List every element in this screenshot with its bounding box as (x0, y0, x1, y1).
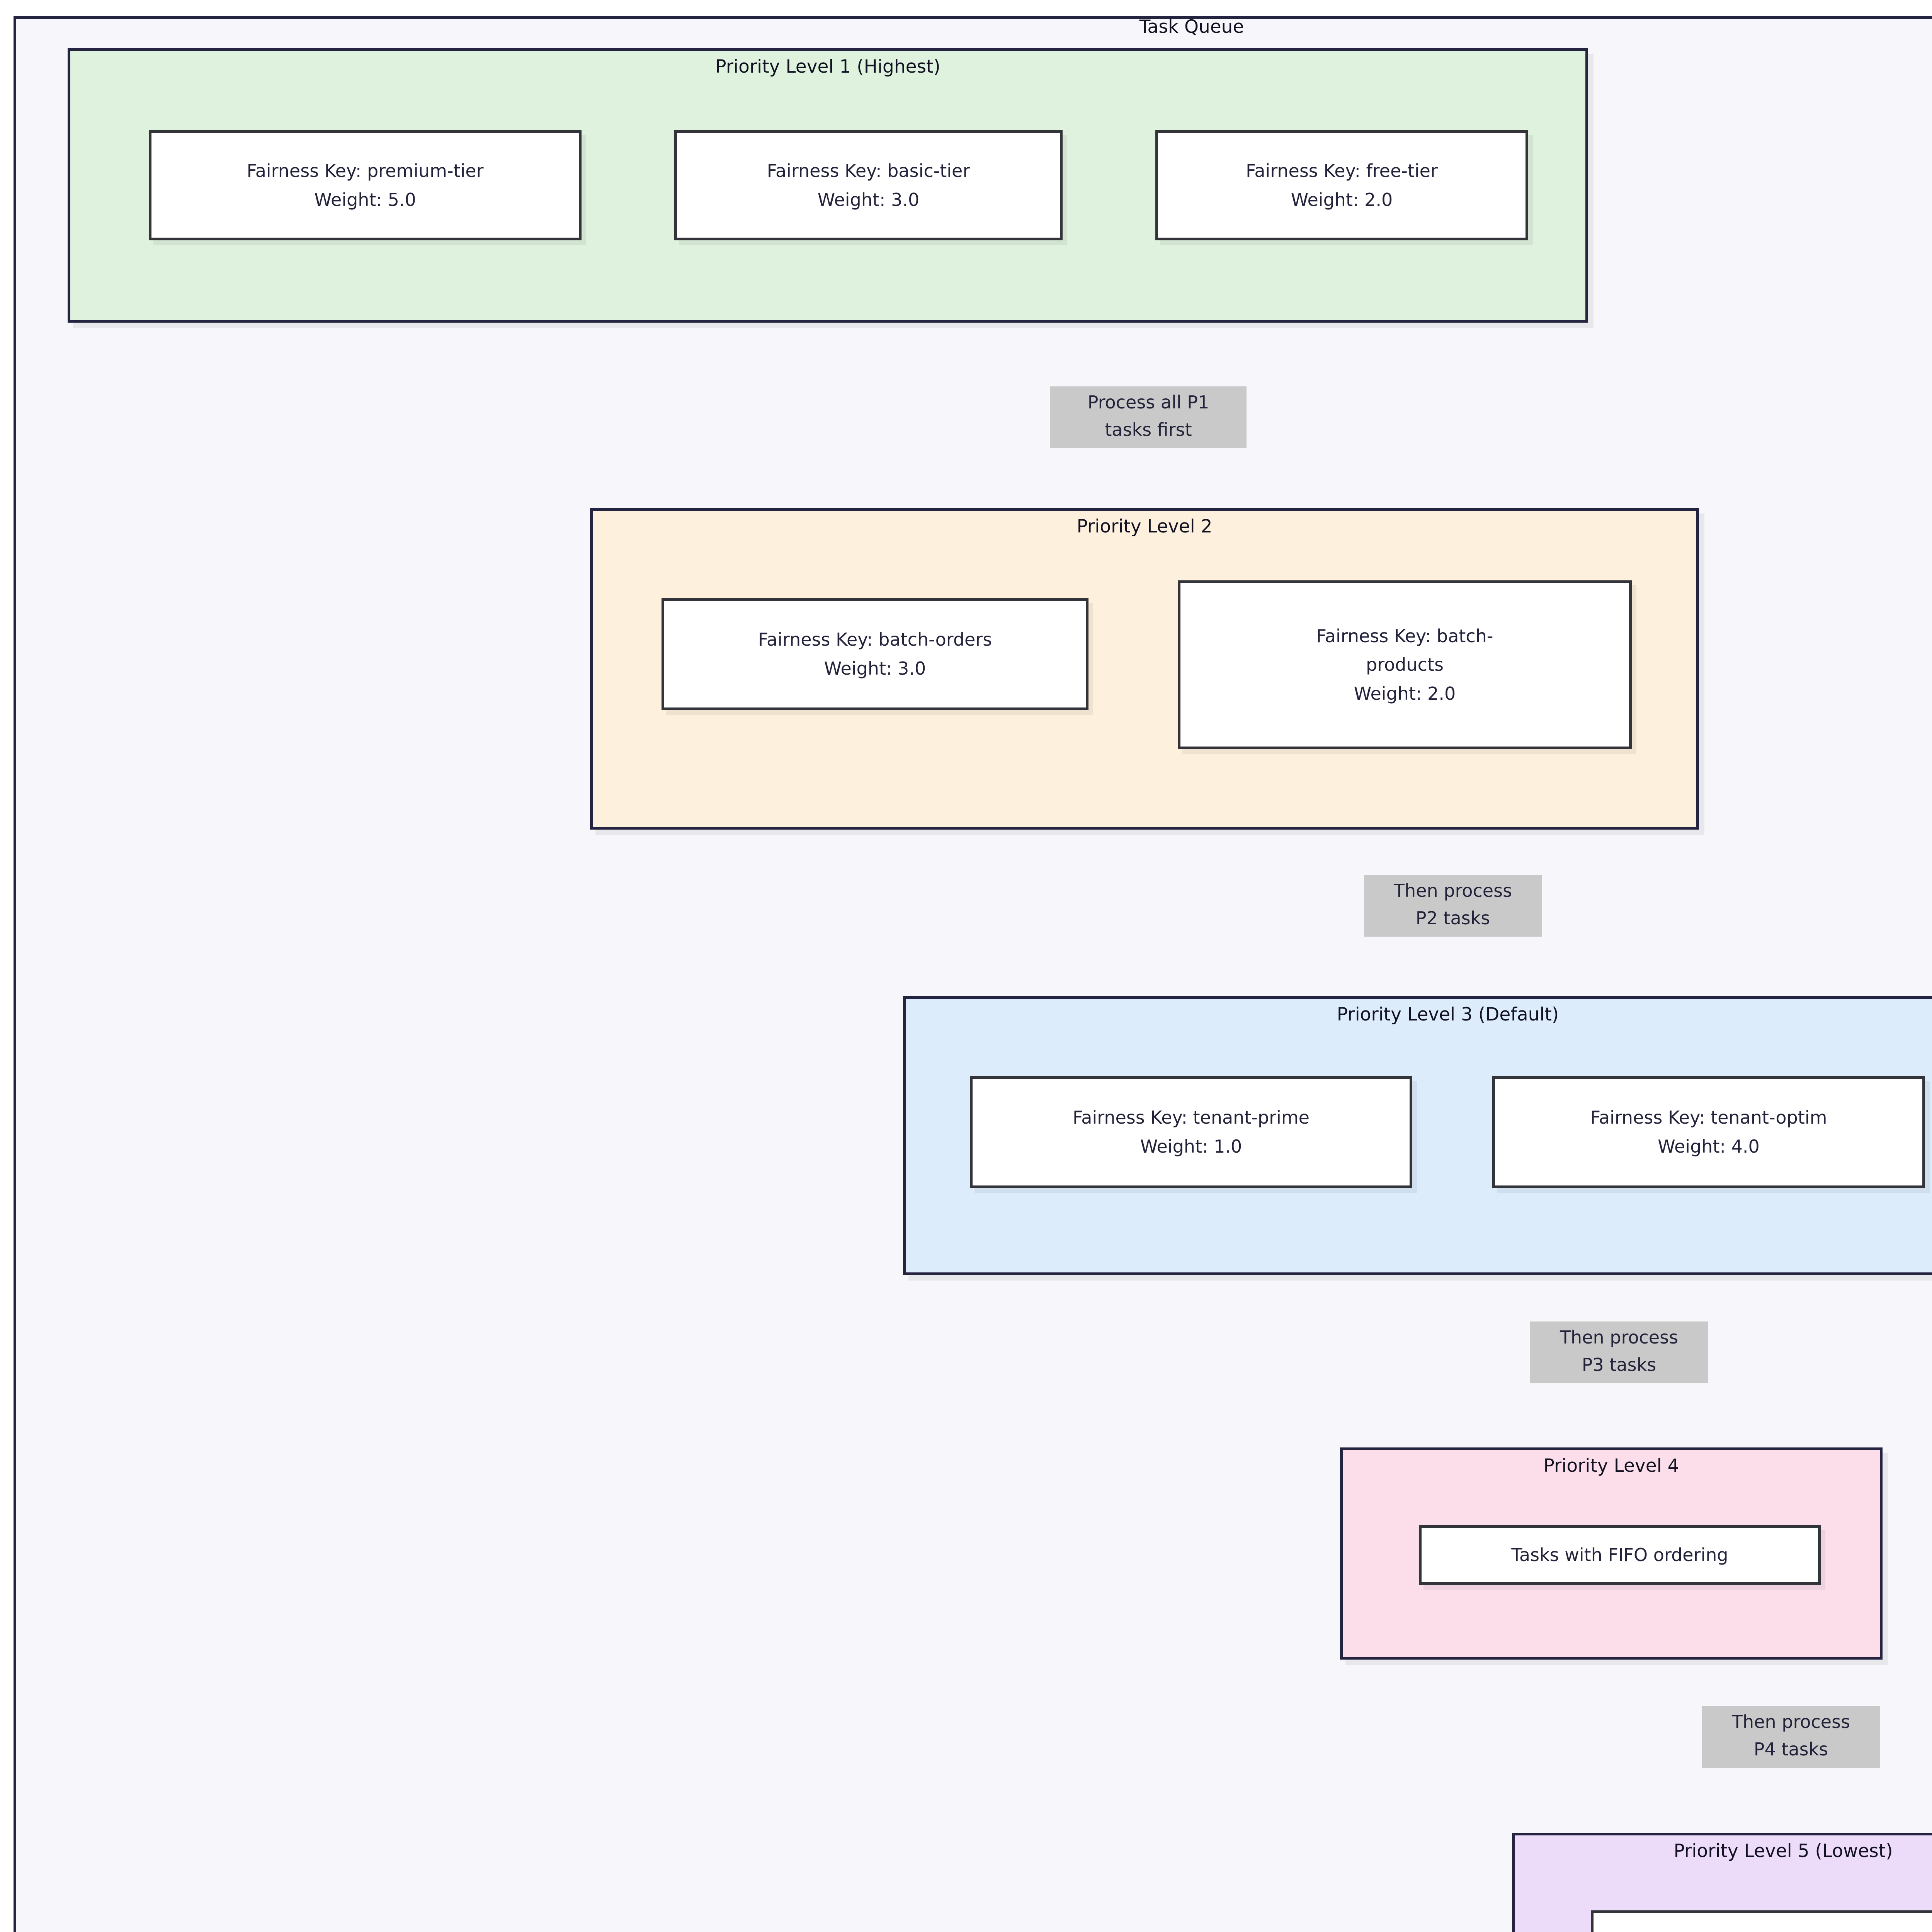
fairness-node-batch-orders[interactable]: Fairness Key: batch-orders Weight: 3.0 (662, 598, 1088, 710)
edge-label-then-process-p2: Then process P2 tasks (1364, 875, 1542, 937)
priority-level-5-title: Priority Level 5 (Lowest) (1673, 1840, 1893, 1862)
edge-label-then-process-p3: Then process P3 tasks (1530, 1321, 1708, 1383)
fifo-node-p4[interactable]: Tasks with FIFO ordering (1419, 1525, 1821, 1585)
edge-label-process-all-p1: Process all P1 tasks first (1050, 386, 1247, 448)
priority-level-3-title: Priority Level 3 (Default) (1337, 1004, 1559, 1025)
edge-label-then-process-p4: Then process P4 tasks (1702, 1706, 1880, 1768)
priority-level-1-title: Priority Level 1 (Highest) (715, 56, 940, 77)
fairness-node-tenant-optim[interactable]: Fairness Key: tenant-optim Weight: 4.0 (1492, 1076, 1925, 1188)
priority-level-4-title: Priority Level 4 (1543, 1455, 1679, 1476)
fairness-node-free-tier[interactable]: Fairness Key: free-tier Weight: 2.0 (1155, 130, 1528, 240)
fairness-node-basic-tier[interactable]: Fairness Key: basic-tier Weight: 3.0 (674, 130, 1063, 240)
task-queue-title: Task Queue (1139, 16, 1244, 37)
fairness-node-premium-tier[interactable]: Fairness Key: premium-tier Weight: 5.0 (149, 130, 582, 240)
priority-level-2-title: Priority Level 2 (1077, 516, 1213, 537)
fifo-node-p5[interactable]: Tasks with FIFO ordering (1591, 1910, 1932, 1932)
fairness-node-tenant-prime[interactable]: Fairness Key: tenant-prime Weight: 1.0 (970, 1076, 1412, 1188)
fairness-node-batch-products[interactable]: Fairness Key: batch- products Weight: 2.… (1178, 580, 1632, 749)
